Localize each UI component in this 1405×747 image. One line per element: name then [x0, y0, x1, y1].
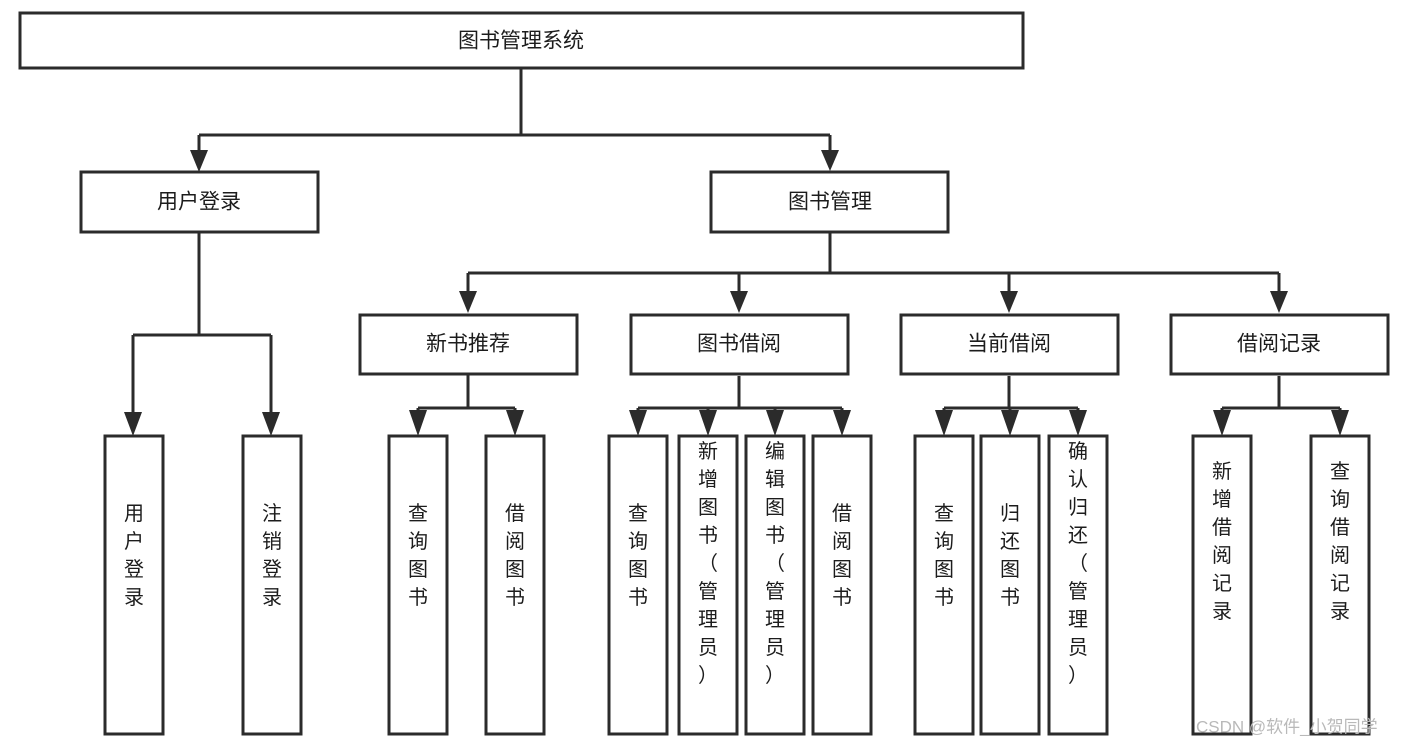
node-root-label: 图书管理系统 — [458, 30, 584, 53]
leaf-new-book-rec-2-box[interactable] — [484, 434, 546, 736]
leaf-current-borrow-1-label: 查询图书 — [934, 502, 954, 609]
leaf-node[interactable]: 确认归还（管理员） — [1047, 434, 1109, 736]
node-root[interactable]: 图书管理系统 — [18, 11, 1025, 70]
watermark-label: CSDN @软件_小贺同学 — [1196, 717, 1378, 736]
arrow-head-leaf-book-borrow-4 — [833, 410, 851, 436]
arrow-head-leaf-book-borrow-1 — [629, 410, 647, 436]
leaf-book-borrow-1-label: 查询图书 — [628, 502, 648, 609]
connector-group-new-book-rec — [409, 374, 524, 436]
arrow-head-leaf-current-borrow-3 — [1069, 410, 1087, 436]
leaf-book-borrow-3-box[interactable] — [744, 434, 806, 736]
leaf-node[interactable]: 新增借阅记录 — [1191, 434, 1253, 736]
leaf-user-login-1-label: 用户登录 — [124, 503, 144, 609]
leaf-book-borrow-4-box[interactable] — [811, 434, 873, 736]
node-user-login-label: 用户登录 — [157, 191, 241, 214]
leaf-borrow-record-1-label: 新增借阅记录 — [1212, 460, 1232, 623]
node-root-box[interactable] — [18, 11, 1025, 70]
node-current-borrow-label: 当前借阅 — [967, 333, 1051, 356]
node-current-borrow[interactable]: 当前借阅 — [899, 313, 1120, 376]
connector-group-user-login — [124, 233, 280, 436]
leaf-book-borrow-3-label: 编辑图书（管理员） — [765, 440, 785, 687]
leaf-current-borrow-1-box[interactable] — [913, 434, 975, 736]
node-current-borrow-box[interactable] — [899, 313, 1120, 376]
leaf-user-login-1-box[interactable] — [103, 434, 165, 736]
leaf-node[interactable]: 查询图书 — [387, 434, 449, 736]
node-new-book-rec-label: 新书推荐 — [426, 333, 510, 356]
node-book-borrow-box[interactable] — [629, 313, 850, 376]
connector-group-root — [190, 69, 839, 172]
leaf-new-book-rec-1-label: 查询图书 — [408, 502, 428, 609]
arrow-head-book-borrow — [730, 291, 748, 313]
arrow-head-leaf-book-borrow-3 — [766, 410, 784, 436]
connector-group-borrow-record — [1213, 376, 1349, 436]
arrow-head-leaf-user-login-2 — [262, 412, 280, 436]
leaf-current-borrow-2-box[interactable] — [979, 434, 1041, 736]
node-user-login[interactable]: 用户登录 — [79, 170, 320, 234]
leaf-node[interactable]: 归还图书 — [979, 434, 1041, 736]
leaf-node[interactable]: 查询借阅记录 — [1309, 434, 1371, 736]
leaf-borrow-record-2-box[interactable] — [1309, 434, 1371, 736]
leaf-borrow-record-2-label: 查询借阅记录 — [1330, 460, 1350, 623]
connector-group-book-borrow — [629, 376, 851, 436]
node-borrow-record[interactable]: 借阅记录 — [1169, 313, 1390, 376]
leaf-new-book-rec-1-box[interactable] — [387, 434, 449, 736]
arrow-head-new-book-rec — [459, 291, 477, 313]
leaf-node[interactable]: 新增图书（管理员） — [677, 434, 739, 736]
node-new-book-rec-box[interactable] — [358, 313, 579, 376]
arrow-head-borrow-record — [1270, 291, 1288, 313]
arrow-head-leaf-new-book-rec-2 — [506, 410, 524, 436]
arrow-head-leaf-borrow-record-1 — [1213, 410, 1231, 436]
leaf-node[interactable]: 查询图书 — [913, 434, 975, 736]
leaf-book-borrow-2-box[interactable] — [677, 434, 739, 736]
arrow-head-book-manage — [821, 150, 839, 171]
leaf-current-borrow-3-box[interactable] — [1047, 434, 1109, 736]
node-book-borrow-label: 图书借阅 — [697, 333, 781, 356]
leaf-node[interactable]: 查询图书 — [607, 434, 669, 736]
leaf-node[interactable]: 用户登录 — [103, 434, 165, 736]
arrow-head-current-borrow — [1000, 291, 1018, 313]
node-book-manage[interactable]: 图书管理 — [709, 170, 950, 234]
node-borrow-record-label: 借阅记录 — [1237, 333, 1321, 356]
node-book-manage-label: 图书管理 — [788, 191, 872, 214]
arrow-head-user-login — [190, 150, 208, 172]
leaf-current-borrow-2-label: 归还图书 — [1000, 502, 1020, 609]
arrow-head-leaf-user-login-1 — [124, 412, 142, 436]
leaf-book-borrow-1-box[interactable] — [607, 434, 669, 736]
arrow-head-leaf-current-borrow-2 — [1001, 410, 1019, 436]
arrow-head-leaf-new-book-rec-1 — [409, 410, 427, 436]
node-book-borrow[interactable]: 图书借阅 — [629, 313, 850, 376]
leaf-node[interactable]: 编辑图书（管理员） — [744, 434, 806, 736]
leaf-current-borrow-3-label: 确认归还（管理员） — [1068, 440, 1088, 687]
node-user-login-box[interactable] — [79, 170, 320, 234]
leaf-user-login-2-box[interactable] — [241, 434, 303, 736]
node-new-book-rec[interactable]: 新书推荐 — [358, 313, 579, 376]
arrow-head-leaf-borrow-record-2 — [1331, 410, 1349, 436]
leaf-user-login-2-label: 注销登录 — [262, 502, 282, 609]
node-book-manage-box[interactable] — [709, 170, 950, 234]
leaf-book-borrow-4-label: 借阅图书 — [832, 502, 852, 609]
leaf-book-borrow-2-label: 新增图书（管理员） — [698, 440, 718, 687]
connector-group-book-manage — [459, 233, 1288, 313]
leaf-node[interactable]: 注销登录 — [241, 434, 303, 736]
arrow-head-leaf-book-borrow-2 — [699, 410, 717, 436]
leaf-node[interactable]: 借阅图书 — [484, 434, 546, 736]
node-borrow-record-box[interactable] — [1169, 313, 1390, 376]
leaf-node[interactable]: 借阅图书 — [811, 434, 873, 736]
leaf-borrow-record-1-box[interactable] — [1191, 434, 1253, 736]
leaf-new-book-rec-2-label: 借阅图书 — [505, 502, 525, 609]
connector-group-current-borrow — [935, 376, 1087, 436]
arrow-head-leaf-current-borrow-1 — [935, 410, 953, 436]
